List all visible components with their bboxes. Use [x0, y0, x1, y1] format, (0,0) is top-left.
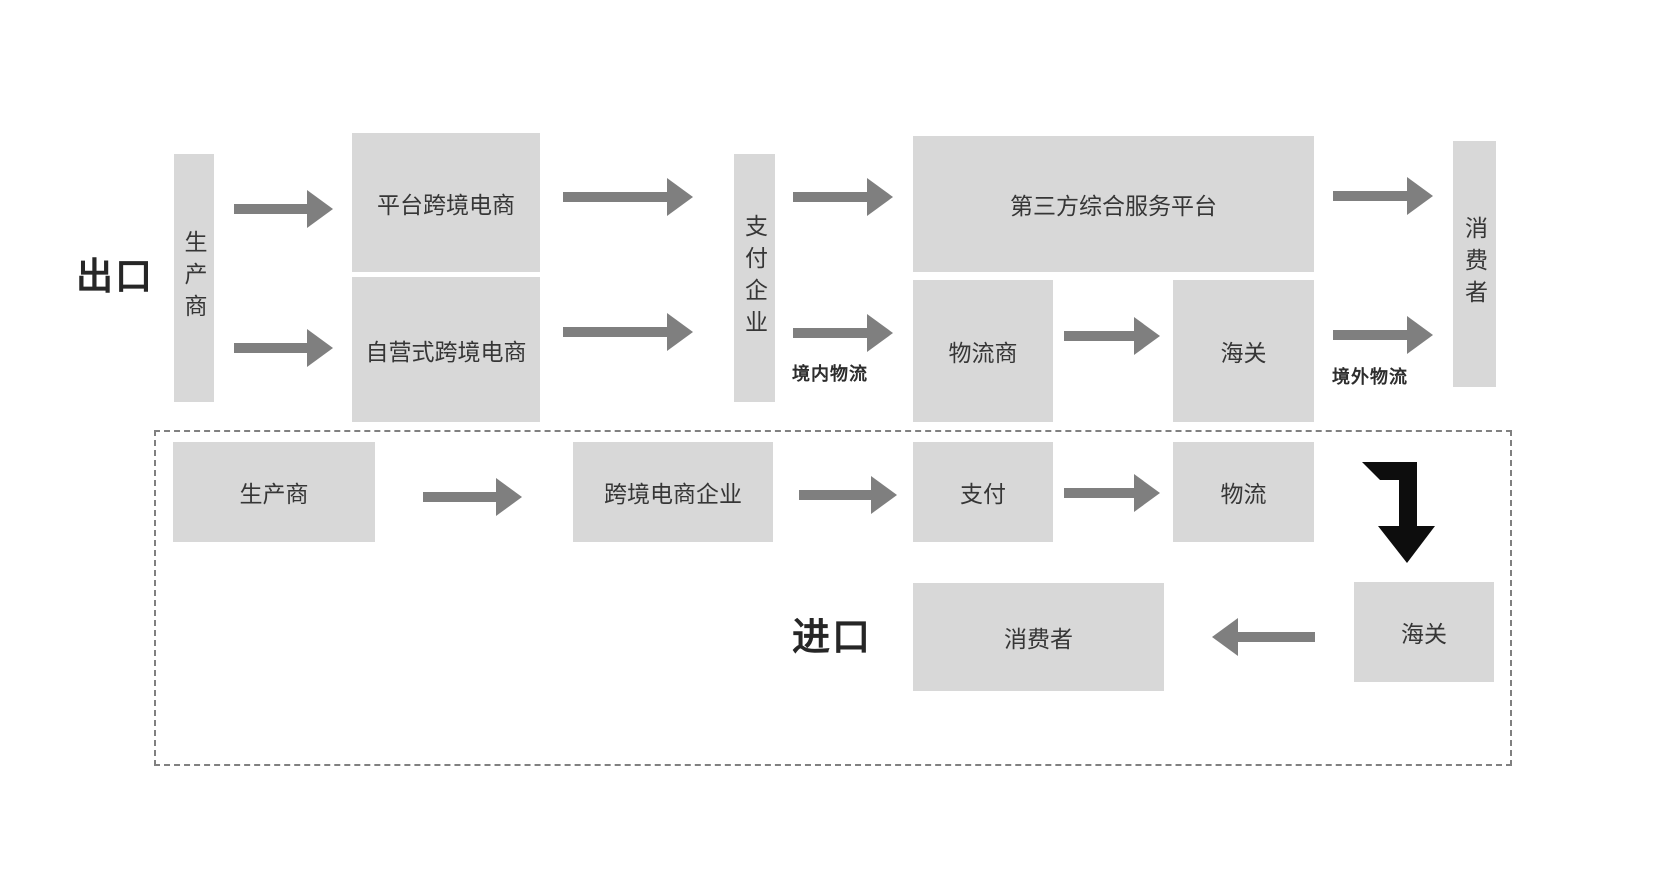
import-logistics-box: 物流 — [1173, 442, 1314, 542]
arrow-logistics-provider-to-customs — [1064, 317, 1160, 355]
logistics-provider-label: 物流商 — [948, 340, 1018, 366]
export-producer-label: 生产商 — [181, 230, 207, 326]
arrow-producer-to-platform — [234, 190, 333, 228]
platform-ecommerce-label: 平台跨境电商 — [377, 191, 515, 218]
import-producer-label: 生产商 — [239, 481, 309, 507]
arrow-self-operated-to-payment — [563, 313, 693, 351]
domestic-logistics-label: 境内物流 — [792, 364, 868, 384]
arrow-import-producer-to-cbec — [423, 478, 522, 516]
arrow-customs-to-consumer — [1333, 316, 1433, 354]
import-payment-box: 支付 — [913, 442, 1053, 542]
bent-arrow-logistics-to-customs — [1362, 462, 1435, 563]
cbec-enterprise-label: 跨境电商企业 — [604, 481, 742, 507]
cbec-enterprise-box: 跨境电商企业 — [573, 442, 773, 542]
arrow-payment-to-third-party — [793, 178, 893, 216]
arrow-platform-to-payment — [563, 178, 693, 216]
arrow-producer-to-self-operated — [234, 329, 333, 367]
import-customs-label: 海关 — [1401, 621, 1447, 647]
self-operated-ecommerce-label: 自营式跨境电商 — [365, 338, 527, 365]
third-party-platform-label: 第三方综合服务平台 — [1010, 193, 1217, 219]
export-consumer-box: 消费者 — [1453, 141, 1496, 387]
arrow-customs-to-import-consumer — [1212, 618, 1315, 656]
arrow-payment-to-logistics — [1064, 474, 1160, 512]
self-operated-ecommerce-box: 自营式跨境电商 — [352, 277, 540, 422]
platform-ecommerce-box: 平台跨境电商 — [352, 133, 540, 272]
import-section-border — [154, 430, 1512, 766]
export-producer-box: 生产商 — [174, 154, 214, 402]
import-logistics-label: 物流 — [1220, 481, 1267, 507]
overseas-logistics-label: 境外物流 — [1332, 367, 1408, 387]
export-consumer-label: 消费者 — [1461, 216, 1488, 312]
payment-enterprise-label: 支付企业 — [741, 214, 768, 342]
arrow-third-party-to-consumer — [1333, 177, 1433, 215]
import-consumer-box: 消费者 — [913, 583, 1164, 691]
third-party-platform-box: 第三方综合服务平台 — [913, 136, 1314, 272]
import-section-label: 进口 — [792, 617, 873, 659]
import-producer-box: 生产商 — [173, 442, 375, 542]
payment-enterprise-box: 支付企业 — [734, 154, 775, 402]
export-section-label: 出口 — [76, 256, 154, 297]
export-customs-box: 海关 — [1173, 280, 1314, 422]
import-payment-label: 支付 — [960, 481, 1006, 507]
arrow-payment-to-logistics-provider — [793, 314, 893, 352]
export-customs-label: 海关 — [1220, 340, 1267, 366]
import-customs-box: 海关 — [1354, 582, 1494, 682]
import-consumer-label: 消费者 — [1004, 626, 1073, 652]
arrow-cbec-to-payment — [799, 476, 897, 514]
logistics-provider-box: 物流商 — [913, 280, 1053, 422]
